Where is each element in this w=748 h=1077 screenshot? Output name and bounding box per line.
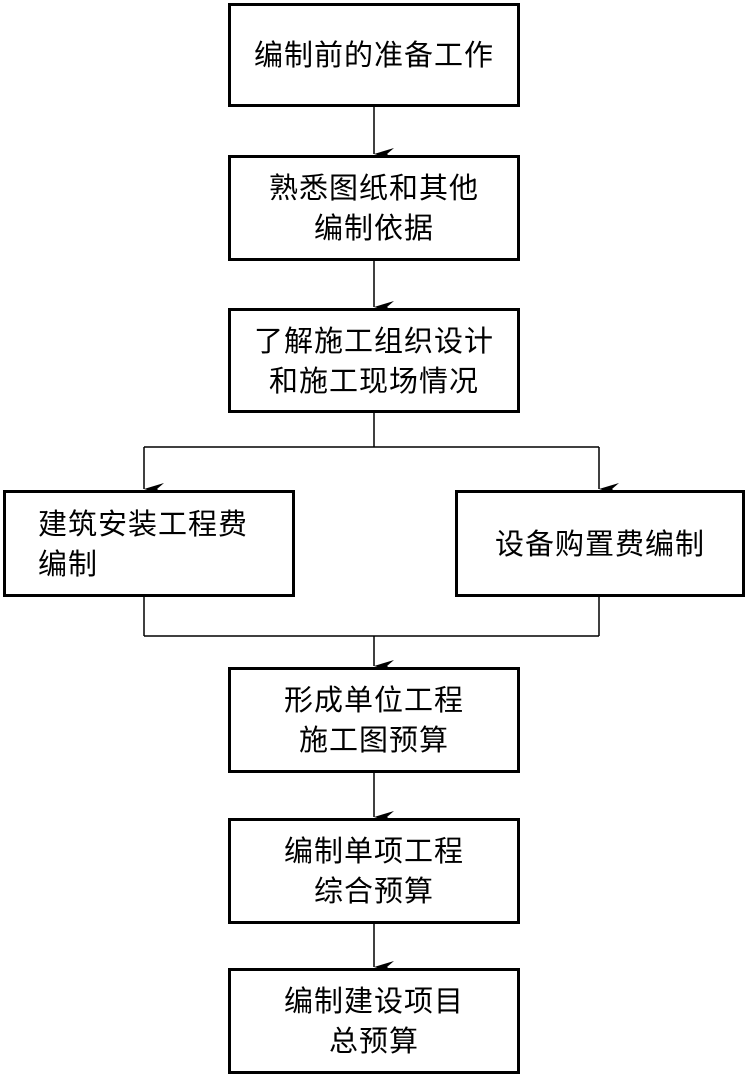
step-construction-line-1: 了解施工组织设计	[253, 323, 494, 358]
merge-connector	[143, 597, 600, 672]
step-drawings-line-2: 编制依据	[313, 211, 434, 245]
step-drawings-box: 熟悉图纸和其他 编制依据	[228, 155, 520, 261]
step-total-line-2: 总预算	[328, 1024, 419, 1058]
step-single-line-2: 综合预算	[313, 874, 434, 908]
step-building-line-2: 编制	[38, 546, 99, 581]
step-unit-box: 形成单位工程 施工图预算	[228, 667, 520, 773]
split-connector	[143, 413, 619, 495]
step-building-line-1: 建筑安装工程费	[38, 506, 249, 541]
step-total-line-1: 编制建设项目	[283, 984, 464, 1018]
step-equipment-box: 设备购置费编制	[455, 490, 745, 597]
step-unit-line-2: 施工图预算	[298, 723, 449, 757]
step-unit-line-1: 形成单位工程	[283, 683, 464, 717]
step-prepare-box: 编制前的准备工作	[228, 3, 520, 107]
step-construction-box: 了解施工组织设计 和施工现场情况	[228, 308, 520, 413]
step-construction-line-2: 和施工现场情况	[268, 363, 479, 398]
step-equipment-line-1: 设备购置费编制	[494, 526, 705, 561]
step-building-box: 建筑安装工程费 编制	[3, 490, 295, 597]
step-total-box: 编制建设项目 总预算	[228, 968, 520, 1074]
step-single-box: 编制单项工程 综合预算	[228, 818, 520, 924]
step-prepare-line-1: 编制前的准备工作	[253, 38, 494, 72]
step-single-line-1: 编制单项工程	[283, 834, 464, 868]
step-drawings-line-1: 熟悉图纸和其他	[268, 171, 479, 205]
